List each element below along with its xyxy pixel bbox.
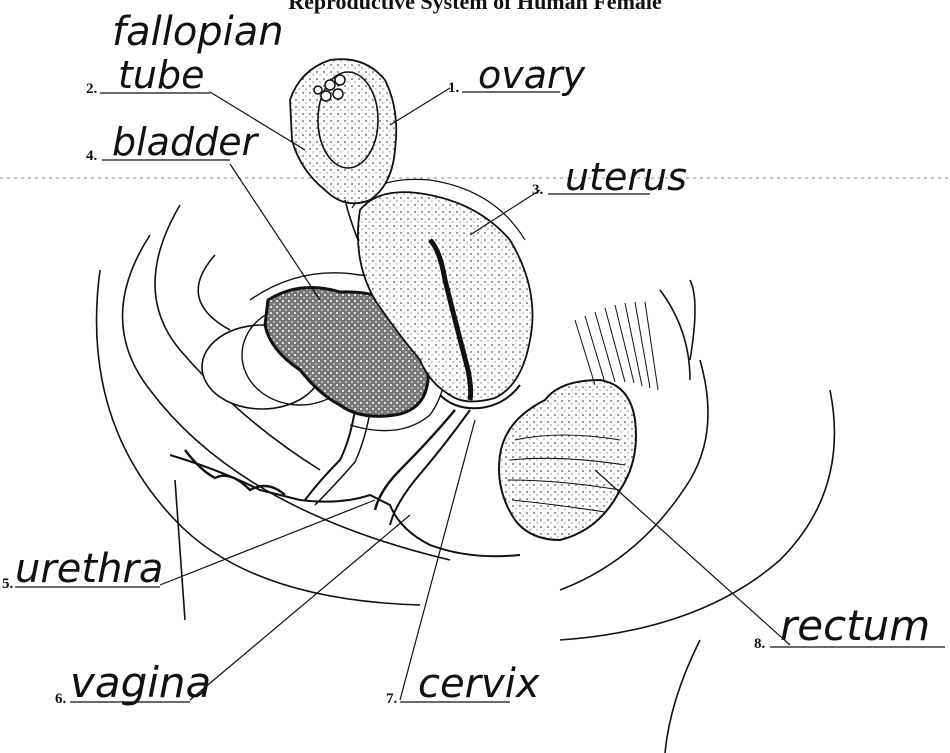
anal-sphincter-lines	[575, 302, 658, 390]
label-number-2: 2.	[86, 81, 98, 97]
answer-ovary: ovary	[478, 53, 586, 97]
answer-urethra: urethra	[15, 546, 163, 592]
answer-cervix: cervix	[418, 661, 540, 707]
label-number-8: 8.	[754, 636, 766, 652]
answer-rectum: rectum	[780, 601, 930, 650]
pelvic-floor	[170, 455, 520, 556]
urethra-tube	[305, 410, 355, 500]
outer-line-1	[175, 480, 185, 620]
label-number-7: 7.	[386, 691, 398, 707]
leader-bladder	[230, 164, 320, 300]
tube-connector	[345, 200, 358, 240]
leader-cervix	[400, 420, 475, 700]
answer-fallopian: fallopian	[112, 9, 284, 55]
answer-tube: tube	[118, 53, 204, 97]
answer-uterus: uterus	[565, 155, 687, 199]
answer-bladder: bladder	[112, 120, 260, 164]
label-number-3: 3.	[532, 182, 544, 198]
leg-line	[665, 640, 700, 753]
labia-outline	[185, 450, 285, 495]
leader-ovary	[390, 88, 450, 125]
rectum-wall-line-2	[660, 290, 690, 380]
urethra-tube-inner	[315, 412, 370, 505]
outer-arc-3	[198, 255, 230, 330]
leader-vagina	[190, 515, 410, 700]
leader-rectum	[595, 470, 790, 645]
label-number-4: 4.	[86, 148, 98, 164]
answer-vagina: vagina	[70, 658, 211, 707]
rectum-wall-line	[690, 280, 695, 360]
label-number-1: 1.	[448, 80, 460, 96]
rectum	[499, 380, 636, 540]
label-number-5: 5.	[2, 576, 14, 592]
label-number-6: 6.	[55, 691, 67, 707]
